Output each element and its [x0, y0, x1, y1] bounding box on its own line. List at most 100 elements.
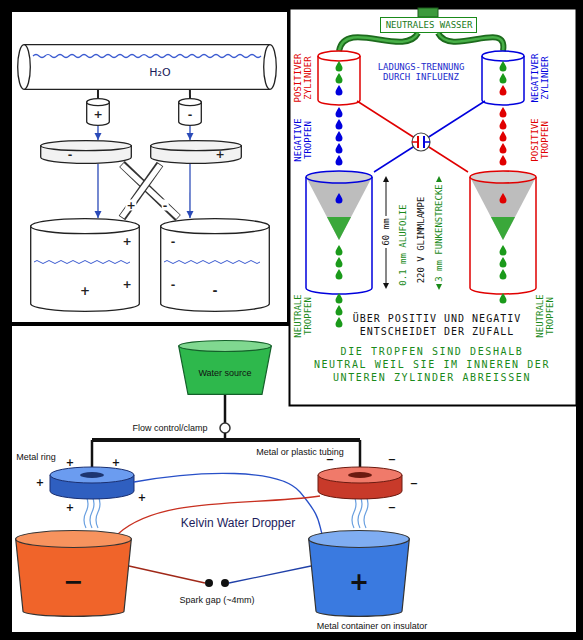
hose — [339, 33, 418, 51]
node-text: − — [63, 569, 83, 595]
drop — [336, 73, 343, 84]
caption-text: DIE TROPFEN SIND DESHALB NEUTRAL WEIL SI… — [312, 345, 552, 384]
container-body — [16, 539, 132, 616]
metal-ring — [348, 472, 372, 478]
drop — [500, 155, 507, 166]
connector — [187, 126, 194, 140]
water-stream — [358, 496, 362, 528]
charge-sign: − — [388, 502, 396, 514]
collector-bucket-top — [161, 219, 270, 234]
tubing — [224, 395, 227, 423]
metal-container: + — [308, 530, 410, 617]
caption-text: ÜBER POSITIV UND NEGATIV ENTSCHEIDET DER… — [350, 312, 525, 338]
node-text: - — [213, 285, 218, 298]
collector-bucket: + — [30, 218, 140, 312]
cylinder — [318, 51, 360, 61]
wire — [229, 566, 311, 583]
cylinder — [482, 51, 524, 61]
drop — [336, 131, 343, 142]
drop — [336, 293, 343, 304]
dimension-arrow — [386, 248, 387, 284]
connector-line — [189, 90, 191, 98]
water-stream — [90, 496, 94, 528]
water-surface — [164, 261, 260, 264]
water-stream — [352, 496, 356, 528]
drop — [500, 119, 507, 130]
drop-label: NEGATIVE TROPFEN — [293, 113, 314, 167]
water-source-bucket: Water source — [178, 340, 272, 395]
node-text: + — [349, 569, 369, 595]
hose — [438, 33, 503, 51]
wire — [357, 101, 468, 172]
wire — [129, 566, 205, 583]
charge-sign: - — [171, 236, 176, 249]
water-stream — [364, 496, 368, 528]
clamp — [220, 423, 230, 433]
metal-ring — [80, 472, 104, 478]
crossing-bar — [122, 165, 160, 217]
water-tube-outline — [17, 44, 277, 90]
inductor-ring-outline — [40, 140, 132, 164]
caption-text: LADUNGS-TRENNUNG DURCH INFLUENZ — [374, 62, 469, 83]
charge-sign: + — [112, 457, 120, 469]
funnel — [306, 177, 372, 240]
drop — [500, 143, 507, 154]
tube-end — [264, 45, 277, 90]
charge-sign: − — [410, 478, 418, 490]
node-text: + — [80, 285, 90, 298]
dimension-arrow — [436, 176, 442, 182]
dropper-nozzle-top — [179, 99, 202, 106]
dimension-arrow — [436, 284, 442, 290]
metal-container: − — [15, 530, 132, 617]
connector — [97, 90, 98, 98]
water-source-bucket-outline — [178, 340, 272, 395]
tube-outline — [24, 45, 270, 90]
drop — [336, 155, 343, 166]
tube-body — [24, 45, 270, 90]
arrowhead — [186, 211, 193, 218]
drop — [336, 305, 343, 316]
drop — [500, 73, 507, 84]
cylinder — [470, 171, 536, 183]
arrowhead — [187, 133, 194, 140]
charge-sign: - — [162, 200, 169, 211]
dropper-nozzle: + — [86, 98, 110, 126]
dimension-arrow — [383, 176, 389, 182]
panel — [290, 9, 577, 406]
charge-sign: + — [125, 200, 136, 211]
faucet — [418, 8, 438, 17]
charge-sign: + — [66, 457, 74, 469]
capacitor-symbol — [417, 136, 419, 148]
container-top — [309, 531, 410, 548]
connector — [94, 126, 101, 140]
dimension-label: 220 V GLIMMLAMPE — [416, 197, 426, 284]
drop — [336, 257, 343, 268]
connector-line — [189, 164, 190, 218]
wire — [374, 101, 485, 172]
charge-sign: + — [122, 236, 131, 249]
funnel — [470, 177, 536, 240]
cylinder-label: NEGATIVER ZYLINDER — [530, 51, 551, 105]
arrowhead — [95, 211, 102, 218]
panel — [12, 12, 287, 322]
spark-gap-ball — [221, 579, 229, 587]
capacitor-symbol — [424, 141, 430, 143]
collector-bucket-top — [31, 219, 140, 234]
drop — [336, 317, 343, 328]
drop — [500, 61, 507, 72]
water-source-box: NEUTRALES WASSER — [380, 17, 477, 33]
node-text: - — [188, 109, 193, 121]
connector — [95, 164, 102, 218]
part-label: Metal container on insulator — [317, 621, 428, 631]
cylinder — [482, 56, 524, 105]
hose — [339, 33, 418, 51]
arrowhead — [94, 133, 101, 140]
collector-bucket-body — [31, 226, 140, 311]
hose — [438, 33, 503, 51]
cylinder — [318, 56, 360, 105]
funnel-water — [491, 217, 515, 240]
tubing — [92, 438, 360, 442]
panel-title: Kelvin Water Dropper — [181, 517, 295, 531]
